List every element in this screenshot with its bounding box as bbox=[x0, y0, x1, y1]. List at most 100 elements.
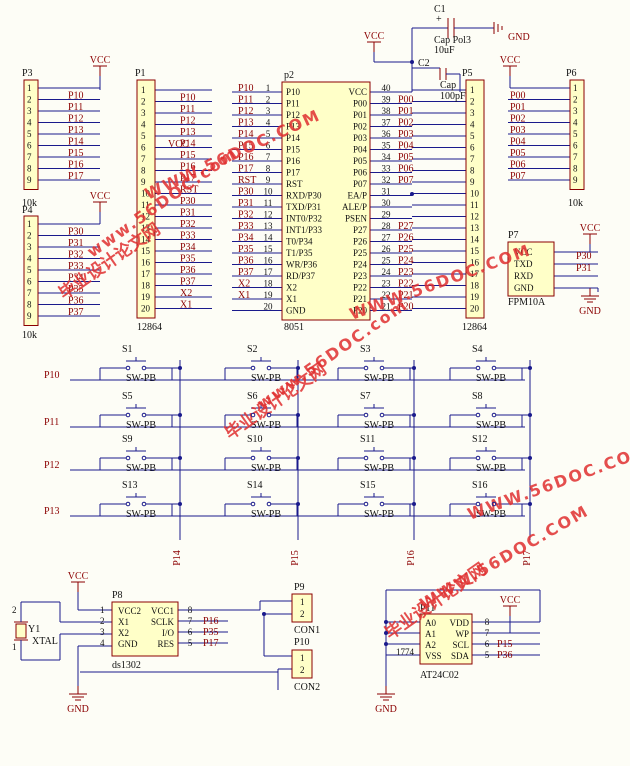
p4-body bbox=[23, 215, 39, 326]
p3-net-P16: P16 bbox=[68, 160, 84, 171]
sw-contact bbox=[266, 412, 272, 418]
p5-pin-12: 12 bbox=[470, 212, 479, 222]
p2-left-num-14: 14 bbox=[264, 233, 274, 243]
switch-ref-S6: S6 bbox=[247, 391, 258, 402]
p4-net-P32: P32 bbox=[68, 250, 84, 261]
p2-right-num-38: 38 bbox=[382, 106, 392, 116]
junction-dot bbox=[528, 413, 532, 417]
p2-right-num-33: 33 bbox=[382, 164, 392, 174]
switch-ref-S5: S5 bbox=[122, 391, 133, 402]
p2-right-num-26: 26 bbox=[382, 244, 392, 254]
p1-pin-3: 3 bbox=[141, 108, 146, 118]
keypad-row-label-P13: P13 bbox=[44, 506, 60, 517]
p2-left-num-13: 13 bbox=[264, 221, 274, 231]
p2-left-num-7: 7 bbox=[266, 152, 271, 162]
p1-ref: P1 bbox=[135, 68, 146, 79]
p2-left-num-17: 17 bbox=[264, 267, 274, 277]
p10-value: CON2 bbox=[294, 682, 320, 693]
junction-dot bbox=[384, 631, 388, 635]
p5-pin-19: 19 bbox=[470, 292, 480, 302]
p2-left-pin-TXD/P31: TXD/P31 bbox=[286, 202, 321, 212]
p8-net-P35: P35 bbox=[203, 627, 219, 638]
p1-pin-18: 18 bbox=[141, 281, 151, 291]
p3-net-P11: P11 bbox=[68, 102, 83, 113]
p5-pin-16: 16 bbox=[470, 258, 480, 268]
p8-right-pin-RES: RES bbox=[157, 639, 174, 649]
p6-pin-8: 8 bbox=[573, 164, 578, 174]
p11-left-pin-VSS: VSS bbox=[425, 651, 442, 661]
p1-net-X2: X2 bbox=[180, 288, 192, 299]
p2-left-net-P31: P31 bbox=[238, 198, 254, 209]
p1-net-P10: P10 bbox=[180, 93, 196, 104]
c2-value: 100pF bbox=[440, 91, 466, 102]
y1-ref: Y1 bbox=[28, 624, 40, 635]
sw-contact bbox=[125, 365, 131, 371]
p2-right-pin-P21: P21 bbox=[353, 294, 367, 304]
switch-type-S6: SW-PB bbox=[251, 420, 281, 431]
y1-value: XTAL bbox=[32, 636, 58, 647]
p2-left-num-9: 9 bbox=[266, 175, 271, 185]
p6-value: 10k bbox=[568, 198, 583, 209]
p2-right-net-P00: P00 bbox=[398, 95, 414, 106]
sw-contact bbox=[379, 501, 385, 507]
junction-dot bbox=[178, 413, 182, 417]
sw-contact bbox=[475, 412, 481, 418]
p4-net-P35: P35 bbox=[68, 284, 84, 295]
switch-ref-S4: S4 bbox=[472, 344, 483, 355]
p10-pin-1: 1 bbox=[300, 653, 305, 663]
p3-net-P14: P14 bbox=[68, 137, 84, 148]
watermark-text: WWW.56DOC.COM bbox=[465, 440, 630, 524]
p4-net-P30: P30 bbox=[68, 227, 84, 238]
p6-body bbox=[569, 79, 585, 190]
p5-pin-13: 13 bbox=[470, 223, 480, 233]
p2-right-pin-P00: P00 bbox=[353, 99, 368, 109]
p1-pin-15: 15 bbox=[141, 246, 151, 256]
junction-dot bbox=[296, 502, 300, 506]
p6-net-P02: P02 bbox=[510, 114, 526, 125]
p5-pin-8: 8 bbox=[470, 166, 475, 176]
p4-pin-5: 5 bbox=[27, 265, 32, 275]
p8-net-P16: P16 bbox=[203, 616, 219, 627]
switch-ref-S1: S1 bbox=[122, 344, 133, 355]
p2-right-num-37: 37 bbox=[382, 118, 392, 128]
c2-ref: C2 bbox=[418, 58, 430, 69]
p8-left-pin-GND: GND bbox=[118, 639, 138, 649]
p8-left-num-3: 3 bbox=[100, 627, 105, 637]
p2-left-net-P17: P17 bbox=[238, 164, 254, 175]
sw-contact bbox=[363, 501, 369, 507]
p2-right-net-P06: P06 bbox=[398, 164, 414, 175]
gnd-label: GND bbox=[375, 704, 397, 715]
p4-pin-9: 9 bbox=[27, 311, 32, 321]
vcc-label: VCC bbox=[90, 55, 111, 66]
p8-right-pin-VCC1: VCC1 bbox=[151, 606, 174, 616]
p8-right-pin-I/O: I/O bbox=[162, 628, 174, 638]
p2-left-num-3: 3 bbox=[266, 106, 271, 116]
p11-value: AT24C02 bbox=[420, 670, 459, 681]
junction-dot bbox=[412, 413, 416, 417]
p1-net-P32: P32 bbox=[180, 219, 196, 230]
p2-left-num-16: 16 bbox=[264, 256, 274, 266]
junction-dot bbox=[528, 366, 532, 370]
p1-net-P36: P36 bbox=[180, 265, 196, 276]
p11-left-pin-A1: A1 bbox=[425, 629, 436, 639]
switch-type-S16: SW-PB bbox=[476, 509, 506, 520]
p2-left-pin-INT0/P32: INT0/P32 bbox=[286, 214, 322, 224]
p8-value: ds1302 bbox=[112, 660, 141, 671]
p5-body bbox=[465, 79, 485, 319]
keypad-col-label-P16: P16 bbox=[406, 550, 417, 566]
p2-right-net-P20: P20 bbox=[398, 302, 414, 313]
junction-dot bbox=[384, 642, 388, 646]
p3-pin-6: 6 bbox=[27, 141, 32, 151]
p6-pin-1: 1 bbox=[573, 83, 578, 93]
p7-net-P30: P30 bbox=[576, 251, 592, 262]
switch-ref-S12: S12 bbox=[472, 434, 488, 445]
switch-type-S15: SW-PB bbox=[364, 509, 394, 520]
p2-left-pin-GND: GND bbox=[286, 306, 306, 316]
p2-left-pin-RXD/P30: RXD/P30 bbox=[286, 191, 322, 201]
sw-contact bbox=[266, 501, 272, 507]
p4-ref: P4 bbox=[22, 205, 33, 216]
p2-right-num-30: 30 bbox=[382, 198, 392, 208]
p2-right-pin-P05: P05 bbox=[353, 156, 368, 166]
p11-right-pin-SCL: SCL bbox=[452, 640, 469, 650]
p1-net-P12: P12 bbox=[180, 116, 196, 127]
